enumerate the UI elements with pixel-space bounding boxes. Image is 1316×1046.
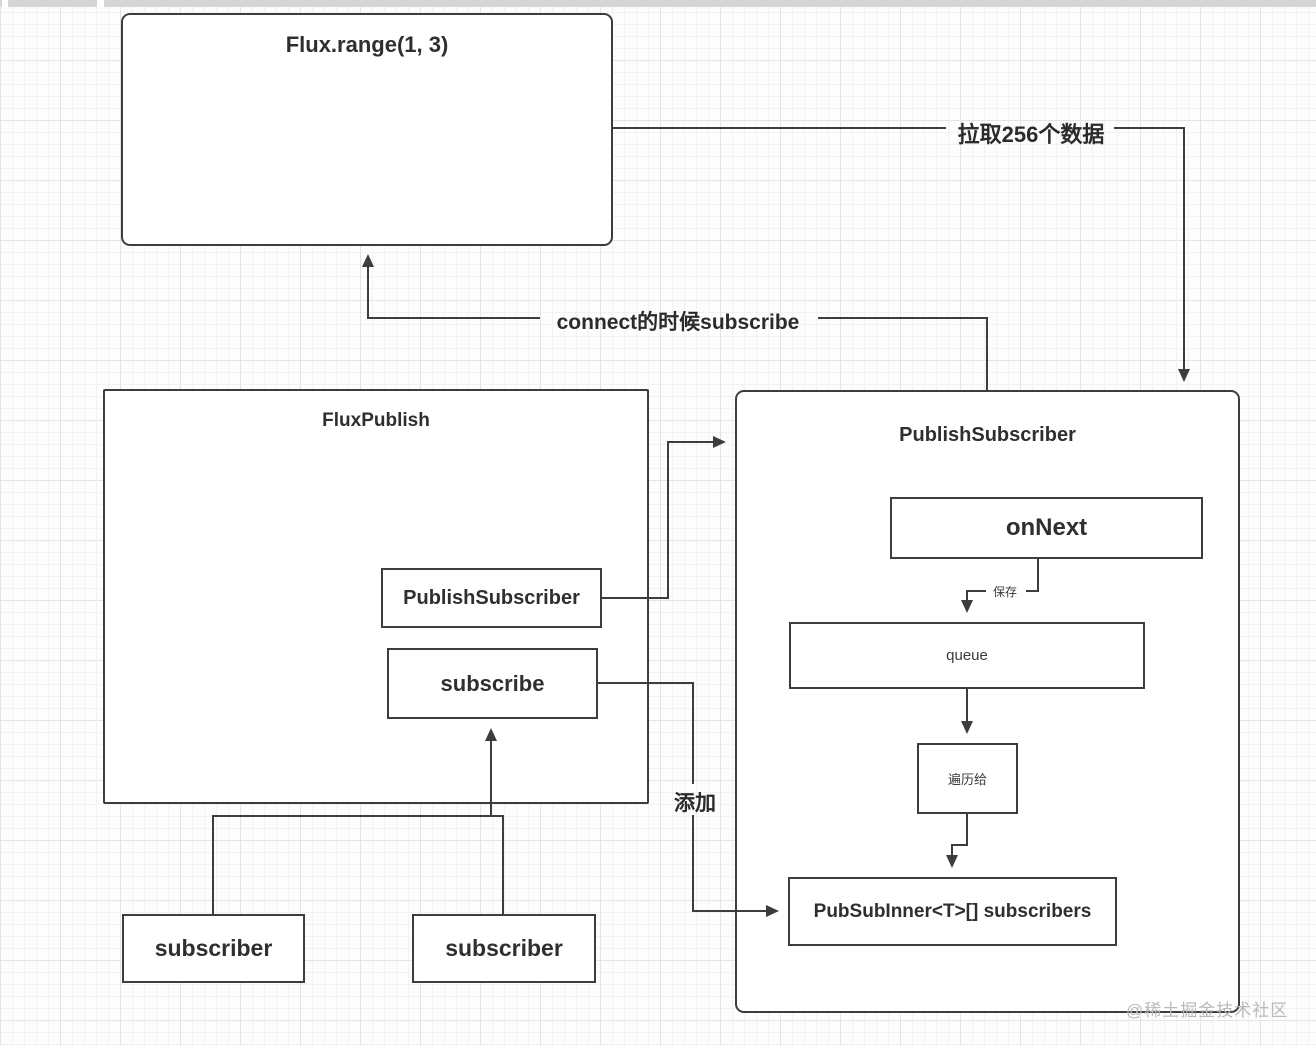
flux-range-title: Flux.range(1, 3) bbox=[285, 32, 449, 57]
subscriber-node-left: subscriber bbox=[122, 914, 305, 983]
traverse-node: 遍历给 bbox=[917, 743, 1018, 814]
subscriber-node-right: subscriber bbox=[412, 914, 596, 983]
edge-label-save: 保存 bbox=[992, 585, 1017, 599]
top-bar-notch bbox=[2, 0, 8, 7]
edge-connect-arrow-segment bbox=[362, 254, 540, 319]
edge-label-add: 添加 bbox=[674, 792, 716, 815]
top-edge-bar bbox=[0, 0, 1316, 7]
juejin-watermark: @稀土掘金技术社区 bbox=[1126, 1001, 1289, 1020]
edge-connect-right-segment bbox=[818, 317, 988, 390]
flux-publish-title: FluxPublish bbox=[322, 410, 430, 431]
publish-subscriber-panel-title: PublishSubscriber bbox=[899, 424, 1076, 446]
queue-node: queue bbox=[789, 622, 1145, 689]
subscribe-node: subscribe bbox=[387, 648, 598, 719]
inner-publish-subscriber-node: PublishSubscriber bbox=[381, 568, 602, 628]
edge-pull-arrow-segment bbox=[1114, 127, 1190, 382]
on-next-node: onNext bbox=[890, 497, 1203, 559]
edge-label-connect: connect的时候subscribe bbox=[556, 311, 800, 334]
edge-subscribers-connector bbox=[212, 815, 504, 914]
top-bar-notch bbox=[97, 0, 104, 7]
edge-label-pull: 拉取256个数据 bbox=[957, 122, 1105, 147]
flux-range-node: Flux.range(1, 3) bbox=[121, 13, 613, 246]
subscribers-array-node: PubSubInner<T>[] subscribers bbox=[788, 877, 1117, 946]
